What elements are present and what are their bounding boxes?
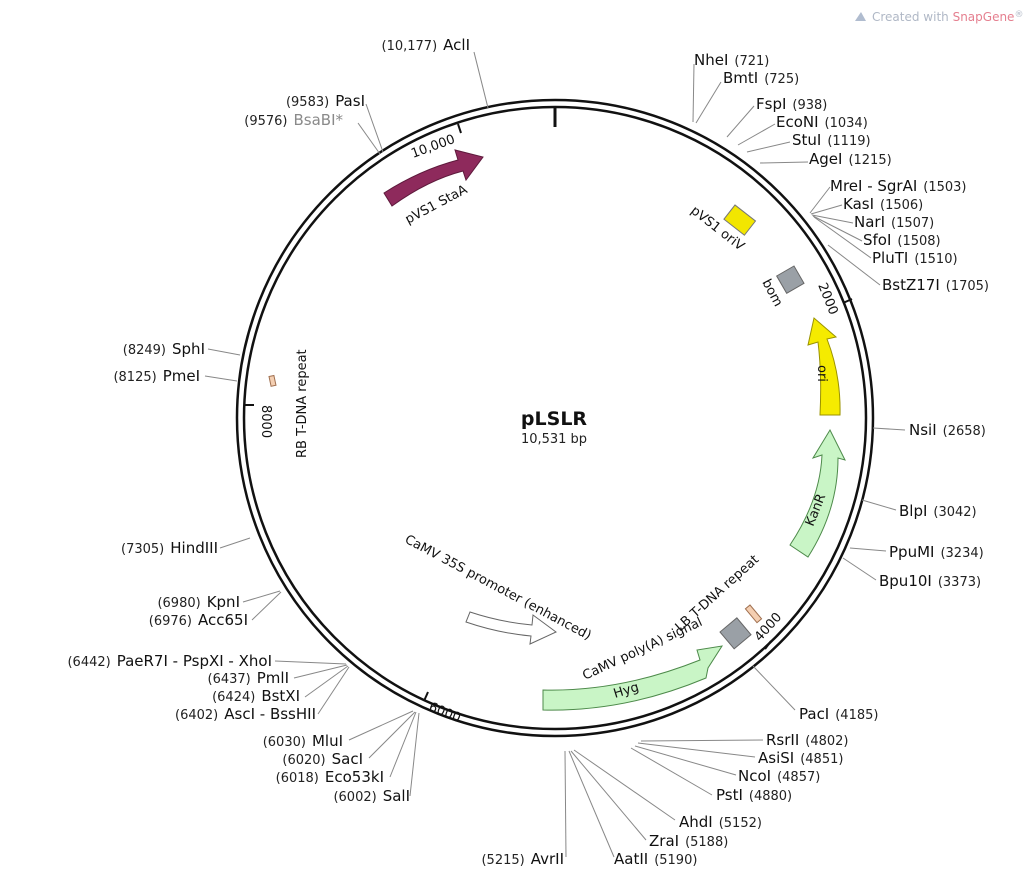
site-label[interactable]: PpuMI(3234) — [889, 543, 984, 561]
site-label[interactable]: (6402)AscI - BssHII — [175, 705, 316, 723]
site-label[interactable]: (10,177)AclI — [382, 36, 470, 54]
site-label[interactable]: (5215)AvrII — [481, 850, 564, 868]
watermark-brand: SnapGene — [953, 10, 1015, 24]
site-label[interactable]: KasI(1506) — [843, 195, 923, 213]
site-label[interactable]: (6437)PmlI — [208, 669, 289, 687]
site-label[interactable]: (6424)BstXI — [212, 687, 300, 705]
site-label[interactable]: StuI(1119) — [792, 131, 871, 149]
site-label[interactable]: NcoI(4857) — [738, 767, 820, 785]
site-label[interactable]: (6030)MluI — [263, 732, 343, 750]
svg-text:Created with SnapGene®: Created with SnapGene® — [872, 10, 1023, 24]
backbone-inner-ring — [242, 105, 868, 731]
feature-pvs1-staa-arrow[interactable] — [383, 149, 484, 207]
feature-camv-polya-box[interactable] — [719, 617, 752, 650]
site-label[interactable]: (6980)KpnI — [157, 593, 240, 611]
feature-pvs1-oriv-box[interactable] — [723, 204, 757, 236]
feature-ori-arrow[interactable] — [807, 317, 841, 416]
site-label[interactable]: (8249)SphI — [123, 340, 205, 358]
site-label[interactable]: (9583)PasI — [286, 92, 365, 110]
feature-label-ori: ori — [814, 365, 829, 382]
site-label[interactable]: (6442)PaeR7I - PspXI - XhoI — [67, 652, 272, 670]
site-label[interactable]: (8125)PmeI — [113, 367, 200, 385]
site-label[interactable]: (6976)Acc65I — [149, 611, 248, 629]
feature-bom-box[interactable] — [775, 265, 805, 295]
tick-6000 — [423, 691, 429, 702]
site-label[interactable]: NsiI(2658) — [909, 421, 986, 439]
site-label[interactable]: EcoNI(1034) — [776, 113, 868, 131]
site-label[interactable]: (6002)SalI — [333, 787, 410, 805]
site-label[interactable]: AgeI(1215) — [809, 150, 892, 168]
site-label[interactable]: FspI(938) — [756, 95, 827, 113]
feature-kanr-arrow[interactable] — [789, 428, 846, 558]
site-labels: (10,177)AclI (9583)PasI (9576)BsaBI* Nhe… — [67, 36, 989, 868]
site-label[interactable]: BmtI(725) — [723, 69, 799, 87]
site-label[interactable]: AhdI(5152) — [679, 813, 762, 831]
site-label[interactable]: (7305)HindIII — [121, 539, 218, 557]
feature-camv35s-arrow[interactable] — [465, 611, 557, 645]
site-label[interactable]: (9576)BsaBI* — [244, 111, 343, 129]
tick-2000 — [842, 298, 853, 304]
site-label[interactable]: AsiSI(4851) — [758, 749, 843, 767]
backbone-outer-ring — [235, 98, 875, 738]
site-label[interactable]: NheI(721) — [694, 51, 769, 69]
plasmid-name: pLSLR — [521, 408, 587, 430]
site-label[interactable]: BlpI(3042) — [899, 502, 977, 520]
snapgene-logo-icon — [855, 12, 866, 21]
watermark-prefix: Created with — [872, 10, 953, 24]
feature-lb-tdna-box[interactable] — [744, 604, 763, 624]
site-label[interactable]: NarI(1507) — [854, 213, 934, 231]
feature-rb-tdna-box[interactable] — [268, 374, 277, 387]
site-label[interactable]: SfoI(1508) — [863, 231, 941, 249]
site-label[interactable]: PluTI(1510) — [872, 249, 958, 267]
site-label[interactable]: PacI(4185) — [799, 705, 878, 723]
feature-hyg-arrow[interactable] — [542, 645, 724, 711]
tick-label-10000: 10,000 — [409, 132, 457, 162]
feature-label-rb-tdna: RB T-DNA repeat — [295, 349, 310, 458]
tick-label-6000: 6000 — [427, 700, 463, 726]
snapgene-watermark: Created with SnapGene® — [855, 10, 1023, 24]
site-label[interactable]: (6018)Eco53kI — [276, 768, 384, 786]
site-label[interactable]: RsrII(4802) — [766, 731, 849, 749]
tick-10000 — [457, 123, 462, 134]
site-label[interactable]: AatII(5190) — [614, 850, 697, 868]
plasmid-size: 10,531 bp — [521, 432, 587, 447]
tick-4000 — [764, 640, 772, 650]
site-label[interactable]: MreI - SgrAI(1503) — [830, 177, 967, 195]
tick-label-8000: 8000 — [258, 405, 273, 438]
site-label[interactable]: PstI(4880) — [716, 786, 792, 804]
site-leader-lines — [204, 51, 906, 858]
site-label[interactable]: BstZ17I(1705) — [882, 276, 989, 294]
site-label[interactable]: ZraI(5188) — [649, 832, 728, 850]
watermark-mark: ® — [1014, 10, 1023, 20]
feature-label-hyg: Hyg — [612, 680, 641, 702]
site-label[interactable]: Bpu10I(3373) — [879, 572, 981, 590]
site-label[interactable]: (6020)SacI — [282, 750, 363, 768]
